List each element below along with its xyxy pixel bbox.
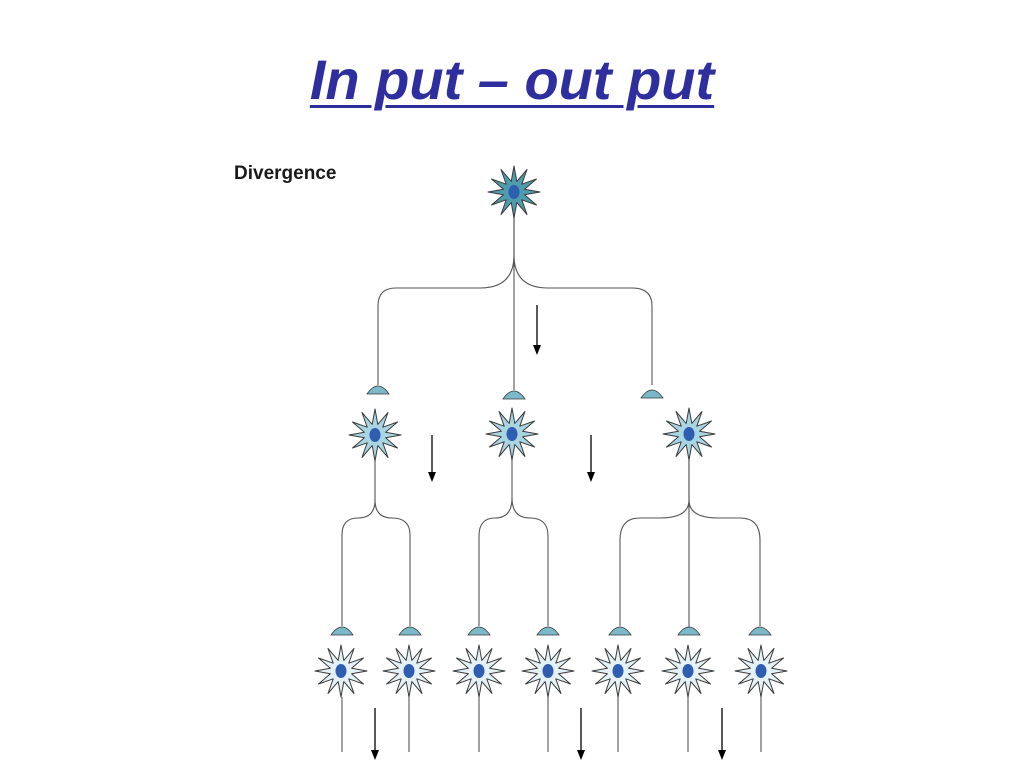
axon-terminal-l3-4 [536, 626, 560, 636]
axon-terminal-l2-1 [366, 385, 390, 395]
axon-terminal-l3-2 [398, 626, 422, 636]
axon-terminal-l3-7 [748, 626, 772, 636]
branch-2c-right [688, 499, 761, 626]
direction-arrow-5-head [577, 750, 585, 760]
axon-terminal-l3-1 [330, 626, 354, 636]
neuron-level-3-2-nucleus [403, 664, 415, 678]
axon-terminal-l3-5 [608, 626, 632, 636]
branch-2b-right [511, 497, 549, 626]
diagram-label: Divergence [234, 163, 337, 184]
branch-2a-right [374, 499, 411, 626]
neuron-level-3-7-nucleus [755, 664, 767, 678]
neuron-level-1-nucleus [508, 185, 520, 199]
neuron-level-2-2-nucleus [506, 427, 518, 441]
slide-title: In put – out put [309, 48, 715, 111]
axon-terminal-l3-3 [467, 626, 491, 636]
direction-arrow-2-head [428, 472, 436, 482]
branch-2c-left [619, 460, 690, 626]
direction-arrow-3-head [587, 472, 595, 482]
neuron-level-3-4-nucleus [542, 664, 554, 678]
axon-terminal-l3-6 [677, 626, 701, 636]
neuron-level-3-3-nucleus [473, 664, 485, 678]
direction-arrow-6-head [718, 750, 726, 760]
neuron-level-2-3-nucleus [683, 427, 695, 441]
neuron-level-3-6-nucleus [682, 664, 694, 678]
neuron-level-2-1-nucleus [369, 428, 381, 442]
neuron-level-3-5-nucleus [612, 664, 624, 678]
axon-terminal-l2-2 [502, 390, 526, 400]
direction-arrow-1-head [533, 345, 541, 355]
axon-terminal-l2-3 [640, 389, 664, 399]
branch-2b-left [478, 460, 513, 626]
branch-2a-left [341, 460, 376, 626]
neuron-level-3-1-nucleus [335, 664, 347, 678]
branch-1-right [513, 254, 653, 385]
branch-1-left [377, 215, 515, 385]
direction-arrow-4-head [371, 750, 379, 760]
